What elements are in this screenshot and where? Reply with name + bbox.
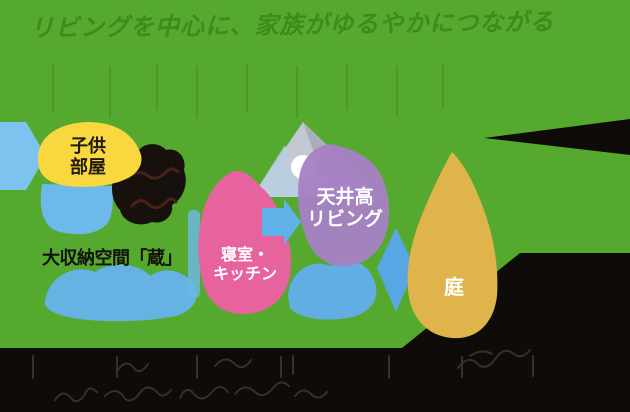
scribble <box>54 387 98 403</box>
left-arrow <box>0 122 46 190</box>
kura-handwriting-scribble <box>126 167 180 209</box>
kids-room-blob <box>37 122 142 187</box>
scribble <box>469 350 493 357</box>
living-room-label-line1: 天井高 <box>316 186 374 208</box>
bedroom-kitchen-blob <box>198 170 292 315</box>
scribble <box>179 386 229 400</box>
garden-blob <box>407 152 498 339</box>
scribble <box>126 167 180 180</box>
kids-room-label: 子供 部屋 <box>70 136 106 178</box>
connector-middle-mass <box>288 260 377 320</box>
garden-label-line1: 庭 <box>444 275 464 299</box>
bottom-tick-marks <box>32 355 534 379</box>
right-arrow-icon <box>262 199 301 245</box>
stripe-pattern <box>52 64 444 118</box>
page-title: リビングを中心に、家族がゆるやかにつながる <box>29 7 555 43</box>
scribble <box>294 389 328 399</box>
kura-caption: 大収納空間「蔵」 <box>42 248 183 269</box>
scribble <box>457 349 531 369</box>
mountain-tint <box>252 145 300 197</box>
scribble <box>104 386 172 402</box>
connector-diamond <box>377 228 415 312</box>
living-blob <box>298 144 390 267</box>
bedroom-kitchen-label-line2: キッチン <box>212 263 278 283</box>
living-room-label-line2: リビング <box>306 208 384 231</box>
garden-label: 庭 <box>444 275 464 300</box>
right-edge-wedge <box>484 119 630 155</box>
kids-room-label-line1: 子供 <box>70 136 106 157</box>
scribble <box>117 362 149 373</box>
bottom-handwriting-scribble <box>54 349 531 403</box>
blue-blob-under-kids <box>40 184 113 235</box>
bedroom-kitchen-label-line1: 寝室・ <box>220 245 270 264</box>
connector-left-mass <box>44 264 197 322</box>
connector-sliver <box>188 210 200 298</box>
bedroom-kitchen-label: 寝室・ キッチン <box>212 245 278 284</box>
kids-room-label-line2: 部屋 <box>70 157 106 179</box>
living-room-label: 天井高 リビング <box>307 186 383 231</box>
scribble <box>130 197 178 209</box>
blue-connectors <box>44 210 415 322</box>
scribble <box>214 358 252 369</box>
scribble <box>234 381 290 397</box>
